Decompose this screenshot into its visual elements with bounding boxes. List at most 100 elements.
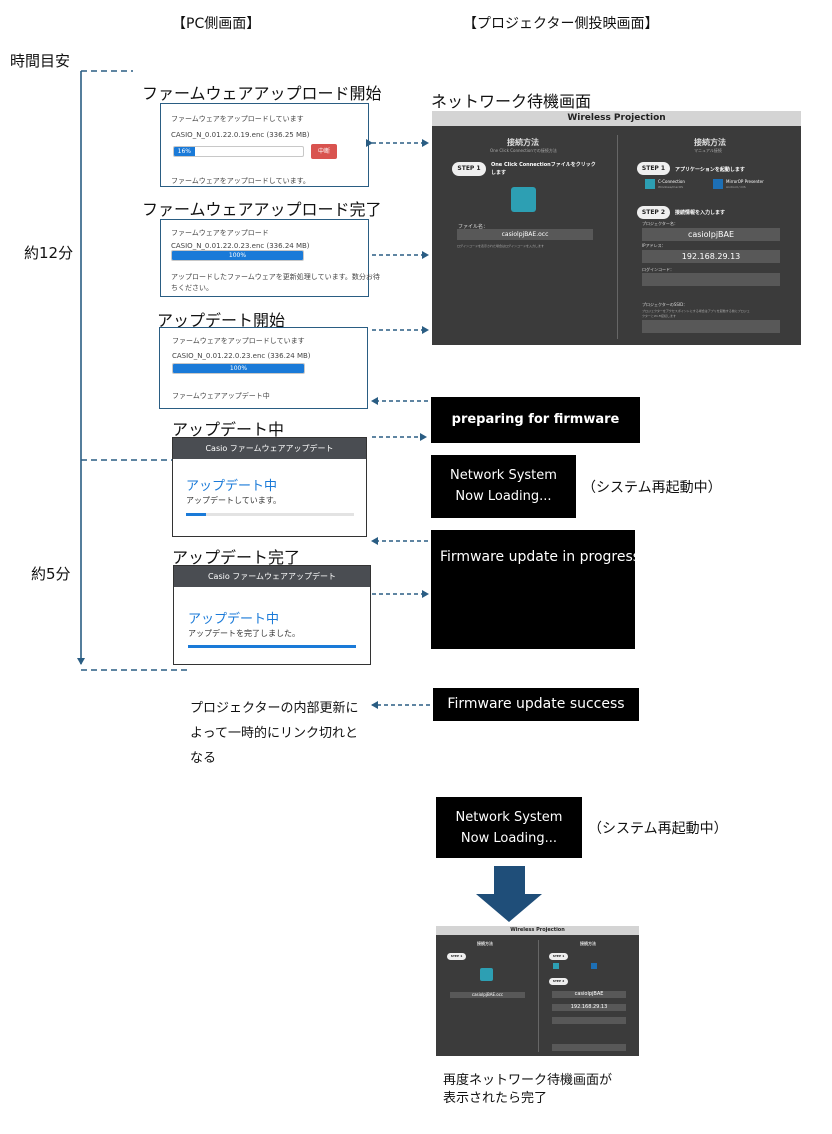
- wp2-projector-name: casiolpjBAE: [552, 991, 626, 998]
- upload-start-progress-fill: 16%: [174, 147, 195, 156]
- update-start-file: CASIO_N_0.01.22.0.23.enc (336.24 MB): [172, 352, 311, 360]
- link-broken-note: プロジェクターの内部更新に よって一時的にリンク切れと なる: [190, 696, 358, 771]
- wireless-projection-screen-final: Wireless Projection 接続方法 STEP 1 casiolpj…: [436, 926, 639, 1056]
- update-done-dialog-title: アップデート中: [188, 612, 280, 627]
- wp-left-sub: One Click Connectionでの接続方法: [490, 148, 557, 153]
- big-down-arrow: [476, 866, 542, 922]
- wp-right-heading: 接続方法: [694, 138, 726, 147]
- wp-file-name: casiolpjBAE.occ: [457, 229, 593, 240]
- in-progress-text: Firmware update in progress: [440, 549, 641, 565]
- updating-dialog-subtitle: アップデートしています。: [186, 496, 281, 505]
- wp-r-step2-text: 接続情報を入力します: [675, 210, 726, 216]
- final-note-line1: 再度ネットワーク待機画面が: [443, 1073, 613, 1088]
- wp-right-sub: マニュアル接続: [694, 148, 722, 153]
- wp-step1-text1: One Click Connectionファイルをクリック: [491, 162, 596, 168]
- network-system-1-line2: Now Loading...: [455, 489, 552, 504]
- wp-projector-name: casiolpjBAE: [642, 228, 780, 241]
- network-system-1-line1: Network System: [450, 468, 557, 483]
- wp2-divider: [538, 940, 539, 1052]
- upload-done-progress: 100%: [171, 250, 304, 261]
- upload-start-panel: ファームウェアをアップロードしています CASIO_N_0.01.22.0.19…: [160, 103, 369, 187]
- upload-done-status-2: ちください。: [171, 284, 213, 292]
- wireless-projection-screen: Wireless Projection 接続方法 One Click Conne…: [432, 111, 801, 345]
- wp2-step1-badge: STEP 1: [447, 953, 466, 960]
- updating-dialog-title: アップデート中: [186, 479, 278, 494]
- wp2-mirrorop-icon: [591, 963, 597, 969]
- final-note: 再度ネットワーク待機画面が 表示されたら完了: [443, 1072, 612, 1108]
- wp2-login-field: [552, 1017, 626, 1024]
- update-start-progress: 100%: [172, 363, 305, 374]
- update-start-progress-fill: 100%: [173, 364, 304, 373]
- wp2-title: Wireless Projection: [436, 926, 639, 935]
- network-system-2-line1: Network System: [455, 810, 563, 825]
- wp-ip-label: IPアドレス：: [642, 243, 666, 248]
- wp-r-step2-badge: STEP 2: [637, 206, 670, 219]
- wp2-c-connection-icon: [553, 963, 559, 969]
- upload-start-file: CASIO_N_0.01.22.0.19.enc (336.25 MB): [171, 131, 310, 139]
- wifi-file-icon: [511, 187, 536, 212]
- stop-upload-button[interactable]: 中断: [311, 144, 337, 159]
- rebooting-note-2: （システム再起動中）: [588, 821, 728, 837]
- wp2-r-step1-badge: STEP 1: [549, 953, 568, 960]
- wp-ssid-note-1: プロジェクターをアクセスポイントにする場合はアプリを起動する前にプロジェ: [642, 309, 750, 313]
- step-update-done-title: アップデート完了: [172, 548, 301, 567]
- step-upload-start-title: ファームウェアアップロード開始: [142, 84, 382, 103]
- update-done-dialog-progress-fill: [188, 645, 356, 648]
- network-standby-label: ネットワーク待機画面: [431, 92, 592, 111]
- success-screen: Firmware update success: [433, 688, 639, 721]
- wp-ip: 192.168.29.13: [642, 250, 780, 263]
- c-connection-icon: [645, 179, 655, 189]
- wp-app2-name: MirrorOP Presenter: [726, 179, 764, 184]
- wp-app2-os: Android / iOS: [726, 185, 746, 189]
- timeline-segment-1: 約12分: [24, 244, 74, 262]
- wp-r-step1-badge: STEP 1: [637, 162, 670, 175]
- in-progress-screen: Firmware update in progress: [431, 530, 640, 649]
- step-updating-title: アップデート中: [172, 420, 285, 439]
- success-text: Firmware update success: [447, 696, 625, 712]
- wp-r-step1-text: アプリケーションを起動します: [675, 167, 745, 173]
- wp-login-label: ログインコード：: [642, 267, 674, 272]
- updating-dialog-header: Casio ファームウェアアップデート: [173, 438, 366, 459]
- wp-login-field: [642, 273, 780, 286]
- wp-divider: [617, 135, 618, 339]
- wp2-ip: 192.168.29.13: [552, 1004, 626, 1011]
- wp-ssid-field: [642, 320, 780, 333]
- wp-projector-name-label: プロジェクター名：: [642, 221, 678, 226]
- update-start-panel: ファームウェアをアップロードしています CASIO_N_0.01.22.0.23…: [159, 327, 368, 409]
- link-broken-note-line3: なる: [190, 751, 217, 766]
- network-system-screen-1: Network System Now Loading...: [431, 455, 576, 518]
- wp2-right-heading: 接続方法: [580, 941, 596, 946]
- upload-done-status-1: アップロードしたファームウェアを更新処理しています。数分お待: [171, 273, 380, 281]
- wp-step1-text2: します: [491, 170, 507, 176]
- wp2-wifi-file-icon: [480, 968, 493, 981]
- wp2-ssid-field: [552, 1044, 626, 1051]
- upload-done-file: CASIO_N_0.01.22.0.23.enc (336.24 MB): [171, 242, 310, 250]
- header-projector-side: 【プロジェクター側投映画面】: [463, 16, 659, 32]
- wp-left-heading: 接続方法: [507, 138, 539, 147]
- timeline-segment-2: 約5分: [31, 565, 71, 583]
- wp-file-note: ログインコードを表示された場合はログインコードを入力します: [457, 244, 545, 248]
- wp-ssid-label: プロジェクターのSSID：: [642, 302, 688, 307]
- update-done-dialog-subtitle: アップデートを完了しました。: [188, 629, 300, 638]
- timeline-label: 時間目安: [10, 52, 71, 70]
- step-upload-done-title: ファームウェアアップロード完了: [142, 200, 382, 219]
- updating-dialog-progress-fill: [186, 513, 207, 516]
- upload-start-line1: ファームウェアをアップロードしています: [171, 115, 304, 123]
- upload-done-panel: ファームウェアをアップロード CASIO_N_0.01.22.0.23.enc …: [160, 219, 380, 297]
- upload-done-line1: ファームウェアをアップロード: [171, 229, 269, 237]
- network-system-screen-2: Network System Now Loading...: [436, 797, 582, 858]
- header-pc-side: 【PC側画面】: [172, 16, 261, 32]
- wp-app1-name: C-Connection: [658, 179, 685, 184]
- upload-start-progress: 16%: [173, 146, 304, 157]
- network-system-2-line2: Now Loading...: [460, 831, 558, 846]
- update-done-dialog: Casio ファームウェアアップデート アップデート中 アップデートを完了しまし…: [173, 565, 371, 665]
- link-broken-note-line2: よって一時的にリンク切れと: [190, 726, 358, 741]
- update-start-line1: ファームウェアをアップロードしています: [172, 337, 305, 345]
- update-start-status: ファームウェアアップデート中: [172, 392, 270, 400]
- wp2-file-name: casiolpjBAE.occ: [450, 992, 525, 998]
- update-done-dialog-header: Casio ファームウェアアップデート: [174, 566, 370, 587]
- updating-dialog: Casio ファームウェアアップデート アップデート中 アップデートしています。: [172, 437, 367, 537]
- wp-app1-os: Windows/macOS: [658, 185, 684, 189]
- preparing-screen: preparing for firmware update: [431, 397, 640, 473]
- update-done-dialog-progress: [188, 645, 356, 648]
